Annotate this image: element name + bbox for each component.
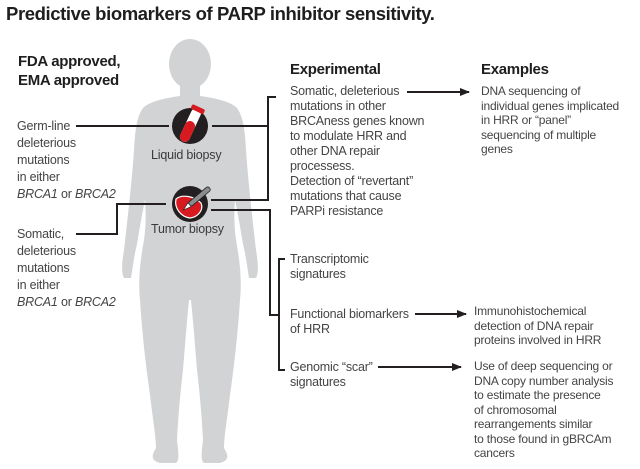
text-line: signatures [290,375,346,389]
test-tube-icon [172,104,208,144]
experimental-bracket-top [211,96,276,201]
text-line: processess. [290,159,355,173]
experimental-bracket-bottom [278,258,285,371]
text-line: mutations in other [290,99,386,113]
approved-heading-line: EMA approved [18,72,119,89]
scalpel-tissue-icon [172,186,211,222]
figure-title: Predictive biomarkers of PARP inhibitor … [6,3,435,24]
text-line: to modulate HRR and [290,129,407,143]
gene-brca2: BRCA2 [74,187,116,201]
text-line: Genomic “scar” [290,360,373,374]
human-silhouette [122,39,258,463]
gene-joiner: or [57,295,75,309]
text-line: in either [17,278,60,292]
text-line: mutations [17,261,70,275]
example-immunohistochemical: Immunohistochemical detection of DNA rep… [474,304,601,348]
liquid-biopsy-label: Liquid biopsy [151,148,222,162]
gene-line: BRCA1 or BRCA2 [17,186,116,203]
experimental-item-transcriptomic: Transcriptomic signatures [290,252,369,282]
approved-heading-line: FDA approved, [18,53,121,70]
gene-line: BRCA1 or BRCA2 [17,294,116,311]
somatic-connector [76,203,166,235]
germline-mutations-text: Germ-line deleterious mutations in eithe… [17,118,116,203]
experimental-item-functional: Functional biomarkers of HRR [290,307,409,337]
text-line: Germ-line [17,119,71,133]
text-line: rearrangements similar [474,417,593,431]
text-line: proteins involved in HRR [474,333,602,347]
text-line: detection of DNA repair [474,318,594,333]
text-line: mutations [17,153,70,167]
text-line: in HRR or “panel” [481,113,571,127]
silhouette-head [169,39,211,89]
approved-heading: FDA approved, EMA approved [18,52,121,90]
gene-brca1: BRCA1 [17,187,58,201]
text-line: BRCAness genes known [290,114,425,128]
example-deep-sequencing: Use of deep sequencing or DNA copy numbe… [474,359,613,461]
text-line: PARPi resistance [290,204,384,218]
text-line: Transcriptomic [290,252,369,266]
text-line: in either [17,170,60,184]
text-line: deleterious [17,136,76,150]
gene-joiner: or [57,187,75,201]
text-line: to estimate the presence [474,388,601,402]
experimental-item-genomic-scar: Genomic “scar” signatures [290,360,373,390]
tumor-to-experimental-connector [211,209,279,316]
text-line: DNA sequencing of [481,84,581,98]
text-line: other DNA repair [290,144,380,158]
tumor-biopsy-label: Tumor biopsy [151,222,224,236]
text-line: cancers [474,446,515,460]
text-line: deleterious [17,244,76,258]
text-line: individual genes implicated [481,98,620,113]
text-line: Functional biomarkers [290,307,409,321]
text-line: Use of deep sequencing or [474,359,613,373]
text-line: signatures [290,267,346,281]
gene-brca1: BRCA1 [17,295,58,309]
connector-lines [76,88,470,371]
text-line: sequencing of multiple [481,127,597,142]
text-line: Detection of “revertant” [290,174,414,188]
text-line: to those found in gBRCAm [474,431,612,446]
text-line: Somatic, deleterious [290,84,400,98]
text-line: mutations that cause [290,189,402,203]
gene-brca2: BRCA2 [74,295,116,309]
experimental-item-brcaness: Somatic, deleterious mutations in other … [290,84,424,219]
text-line: of chromosomal [474,402,557,417]
text-line: DNA copy number analysis [474,373,614,388]
example-dna-sequencing: DNA sequencing of individual genes impli… [481,84,619,157]
text-line: Immunohistochemical [474,304,587,318]
text-line: genes [481,142,513,156]
somatic-mutations-text: Somatic, deleterious mutations in either… [17,226,116,311]
examples-heading: Examples [481,61,549,78]
text-line: of HRR [290,322,330,336]
text-line: Somatic, [17,227,65,241]
experimental-heading: Experimental [290,61,381,78]
silhouette-body [122,86,258,463]
